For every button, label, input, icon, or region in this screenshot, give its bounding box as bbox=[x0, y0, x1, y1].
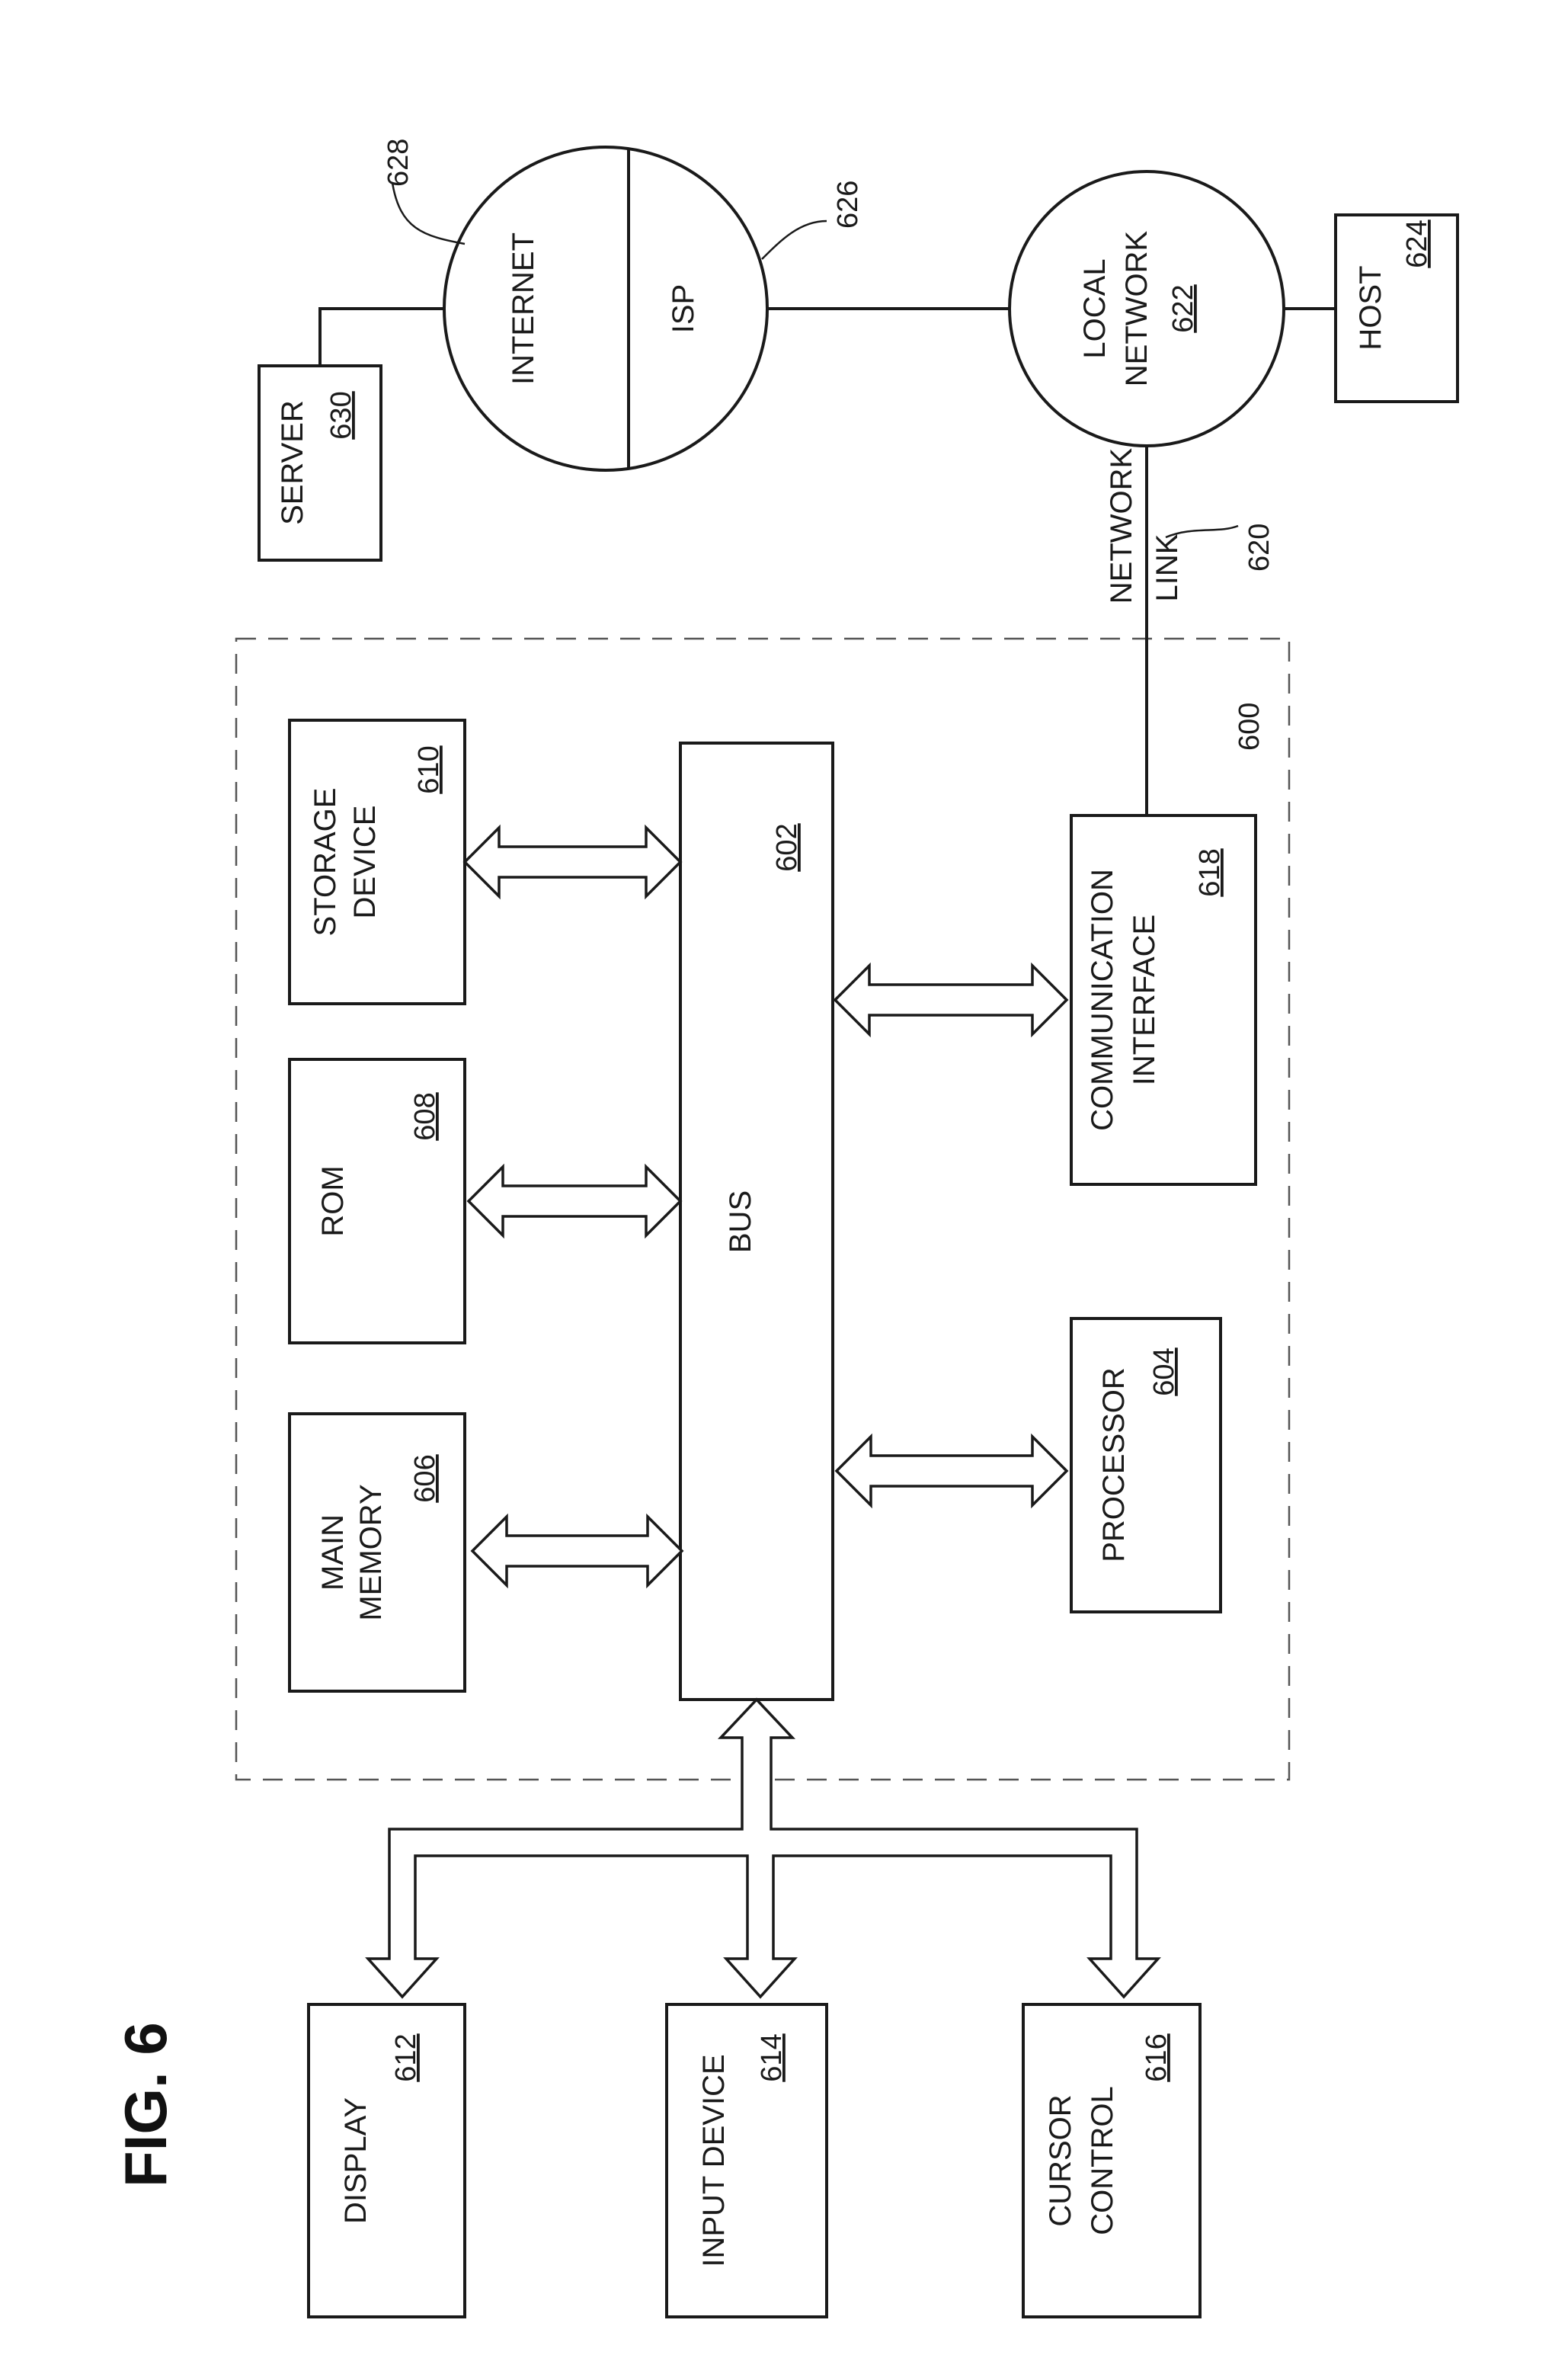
svg-text:HOST: HOST bbox=[1354, 265, 1387, 350]
svg-text:ISP: ISP bbox=[667, 284, 700, 333]
svg-text:INTERFACE: INTERFACE bbox=[1128, 915, 1161, 1085]
svg-text:622: 622 bbox=[1167, 284, 1199, 332]
svg-text:612: 612 bbox=[390, 2033, 422, 2081]
memory-bus-arrow bbox=[470, 1513, 684, 1589]
svg-text:INPUT DEVICE: INPUT DEVICE bbox=[697, 2054, 731, 2267]
rom-block: ROM 608 bbox=[288, 1058, 466, 1344]
isp-ref: 626 bbox=[832, 181, 864, 229]
internet-isp-cloud: INTERNET ISP bbox=[443, 146, 769, 472]
svg-text:LOCAL: LOCAL bbox=[1078, 258, 1112, 358]
svg-text:SERVER: SERVER bbox=[276, 400, 309, 525]
network-link-leader bbox=[1165, 524, 1239, 539]
display-block: DISPLAY 612 bbox=[307, 2003, 466, 2318]
network-link-label-1: NETWORK bbox=[1105, 447, 1138, 604]
internet-ref-leader bbox=[391, 182, 466, 245]
svg-text:602: 602 bbox=[771, 823, 803, 871]
svg-text:CONTROL: CONTROL bbox=[1086, 2086, 1119, 2235]
storage-bus-arrow bbox=[462, 824, 683, 900]
communication-interface-block: COMMUNICATION INTERFACE 618 bbox=[1070, 814, 1257, 1186]
bus-peripheral-arrow bbox=[365, 1697, 1161, 1999]
svg-text:INTERNET: INTERNET bbox=[507, 232, 540, 385]
processor-block: PROCESSOR 604 bbox=[1070, 1317, 1222, 1613]
cursor-control-block: CURSOR CONTROL 616 bbox=[1022, 2003, 1202, 2318]
svg-text:618: 618 bbox=[1194, 848, 1226, 896]
svg-text:COMMUNICATION: COMMUNICATION bbox=[1086, 869, 1119, 1131]
svg-text:608: 608 bbox=[409, 1092, 441, 1140]
local-network-cloud: LOCAL NETWORK 622 bbox=[1008, 170, 1285, 447]
system-ref: 600 bbox=[1234, 703, 1266, 751]
svg-text:606: 606 bbox=[409, 1454, 441, 1502]
svg-text:MAIN: MAIN bbox=[316, 1514, 350, 1591]
svg-text:610: 610 bbox=[413, 745, 445, 793]
svg-text:DISPLAY: DISPLAY bbox=[339, 2097, 373, 2224]
rom-bus-arrow bbox=[466, 1163, 683, 1239]
svg-text:630: 630 bbox=[325, 391, 357, 439]
internet-ref: 628 bbox=[382, 139, 414, 187]
server-link-line bbox=[318, 307, 446, 366]
svg-text:PROCESSOR: PROCESSOR bbox=[1097, 1367, 1131, 1562]
storage-device-block: STORAGE DEVICE 610 bbox=[288, 719, 466, 1005]
network-link-ref: 620 bbox=[1243, 524, 1275, 572]
svg-text:CURSOR: CURSOR bbox=[1044, 2094, 1077, 2226]
svg-text:ROM: ROM bbox=[316, 1165, 350, 1236]
svg-text:STORAGE: STORAGE bbox=[309, 788, 342, 937]
main-memory-block: MAIN MEMORY 606 bbox=[288, 1412, 466, 1693]
bus-comm-arrow bbox=[833, 962, 1069, 1038]
svg-text:MEMORY: MEMORY bbox=[354, 1484, 388, 1620]
server-block: SERVER 630 bbox=[258, 364, 382, 562]
svg-text:604: 604 bbox=[1148, 1347, 1180, 1395]
svg-text:624: 624 bbox=[1401, 219, 1433, 268]
bus-block: BUS 602 bbox=[679, 742, 834, 1701]
input-device-block: INPUT DEVICE 614 bbox=[665, 2003, 828, 2318]
svg-text:NETWORK: NETWORK bbox=[1120, 230, 1154, 386]
svg-text:BUS: BUS bbox=[724, 1190, 757, 1253]
figure-title: FIG. 6 bbox=[112, 2022, 179, 2187]
svg-text:614: 614 bbox=[756, 2033, 788, 2081]
host-block: HOST 624 bbox=[1334, 213, 1459, 403]
svg-text:616: 616 bbox=[1141, 2033, 1173, 2081]
bus-processor-arrow bbox=[834, 1433, 1069, 1509]
svg-text:DEVICE: DEVICE bbox=[348, 806, 382, 919]
isp-ref-leader bbox=[761, 219, 827, 260]
network-link-label-2: LINK bbox=[1150, 533, 1184, 601]
